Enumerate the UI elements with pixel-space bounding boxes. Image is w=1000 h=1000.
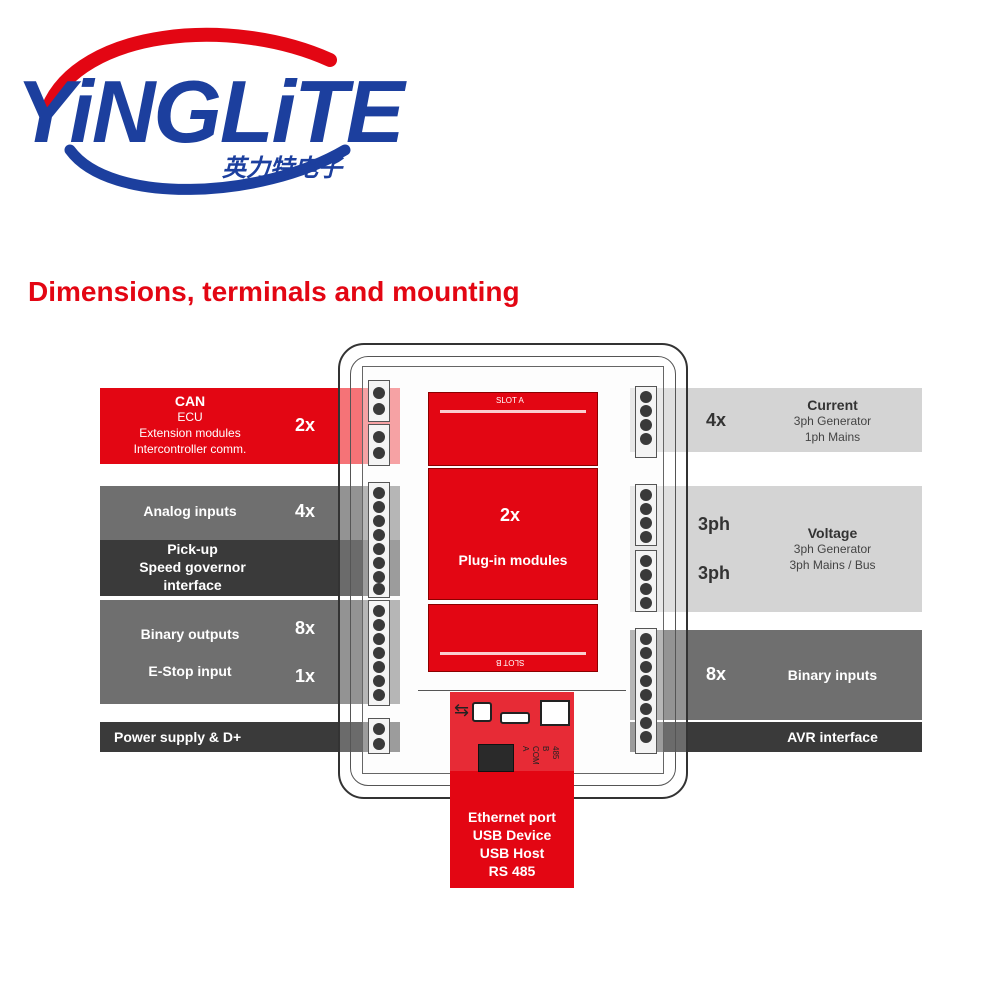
- terminal-can-2: [368, 424, 390, 466]
- terminal-power: [368, 718, 390, 754]
- logo-chinese: 英力特电子: [222, 155, 342, 182]
- terminal-analog: [368, 482, 390, 598]
- slot-a-label: SLOT A: [496, 396, 524, 405]
- analog-label: Analog inputs: [143, 503, 237, 519]
- slot-b-label: SLOT B: [496, 658, 525, 667]
- binary-out-label: Binary outputs: [140, 626, 240, 642]
- rs485-label-a: A: [521, 746, 530, 752]
- pickup-line-3: interface: [163, 577, 222, 593]
- voltage-line-2: 3ph Mains / Bus: [789, 558, 876, 572]
- slot-b-rail: [440, 652, 586, 655]
- logo: YiNGLiTE 英力特电子: [0, 0, 420, 220]
- terminal-can-1: [368, 380, 390, 422]
- power-label: Power supply & D+: [114, 729, 242, 745]
- plugin-label: Plug-in modules: [458, 552, 568, 568]
- page-title: Dimensions, terminals and mounting: [28, 276, 520, 307]
- rs485-label-485: 485: [551, 746, 560, 760]
- voltage-title: Voltage: [807, 525, 858, 541]
- ethernet-port: [540, 700, 570, 726]
- can-line-1: ECU: [177, 410, 203, 424]
- binary-in-label: Binary inputs: [787, 667, 878, 683]
- port-rs485: RS 485: [488, 863, 536, 879]
- can-line-3: Intercontroller comm.: [133, 442, 247, 456]
- terminal-binary-out: [368, 600, 390, 706]
- terminal-voltage-1: [635, 484, 657, 546]
- voltage-count-1: 3ph: [698, 514, 731, 534]
- terminal-binary-in: [635, 628, 657, 754]
- port-ethernet: Ethernet port: [468, 809, 556, 825]
- terminal-voltage-2: [635, 550, 657, 612]
- voltage-count-2: 3ph: [698, 563, 731, 583]
- ports-panel: [418, 690, 626, 771]
- current-count: 4x: [706, 410, 727, 430]
- can-title: CAN: [174, 393, 206, 409]
- binary-out-count: 8x: [295, 618, 316, 638]
- current-title: Current: [807, 397, 858, 413]
- current-band: [630, 388, 922, 452]
- rs485-label-com: COM: [531, 746, 540, 765]
- binary-in-count: 8x: [706, 664, 727, 684]
- port-usb-device: USB Device: [472, 827, 552, 843]
- binary-in-band: [630, 630, 922, 720]
- pickup-line-2: Speed governor: [139, 559, 246, 575]
- estop-label: E-Stop input: [148, 663, 232, 679]
- avr-band: [630, 722, 922, 752]
- plugin-module-top: [428, 392, 598, 466]
- usb-host-port: [500, 712, 530, 724]
- plugin-module-bottom: [428, 604, 598, 672]
- current-line-1: 3ph Generator: [793, 414, 872, 428]
- usb-device-port: [472, 702, 492, 722]
- logo-brand: YiNGLiTE: [16, 62, 405, 161]
- can-count: 2x: [295, 415, 316, 435]
- plugin-count: 2x: [500, 505, 521, 525]
- logo-swoosh-icon: [41, 27, 351, 195]
- analog-count: 4x: [295, 501, 316, 521]
- terminal-current: [635, 386, 657, 458]
- estop-count: 1x: [295, 666, 316, 686]
- port-usb-host: USB Host: [479, 845, 545, 861]
- voltage-band: [630, 486, 922, 612]
- slot-a-rail: [440, 410, 586, 413]
- current-line-2: 1ph Mains: [804, 430, 861, 444]
- voltage-line-1: 3ph Generator: [793, 542, 872, 556]
- rs485-label-b: B: [541, 746, 550, 752]
- avr-label: AVR interface: [787, 729, 878, 745]
- pickup-line-1: Pick-up: [167, 541, 218, 557]
- plugin-module-mid: [428, 468, 598, 600]
- can-line-2: Extension modules: [139, 426, 241, 440]
- rs485-connector: [478, 744, 514, 772]
- usb-symbol-icon: ⇆: [454, 700, 470, 720]
